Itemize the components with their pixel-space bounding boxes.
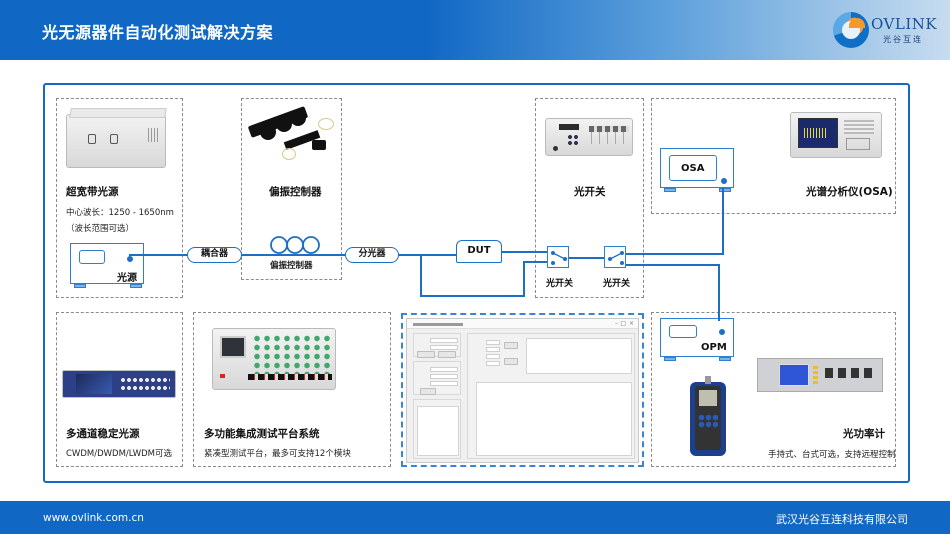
splitter-node[interactable]: 分光器 [345,247,399,263]
device-foot [664,188,676,192]
ovlink-swirl-icon [833,12,869,48]
power-meter-spec: 手持式、台式可选，支持远程控制 [768,450,896,460]
switch-toggle-icon [608,251,624,265]
software-field[interactable] [430,367,458,372]
test-platform-image [212,322,342,398]
switch-1-label: 光开关 [546,279,574,289]
benchtop-power-meter-image [757,358,883,394]
diagram-frame [43,83,910,483]
software-field[interactable] [486,340,500,345]
light-source-label: 光源 [117,273,137,284]
device-screen [669,325,697,338]
software-button[interactable] [438,351,456,358]
output-port [127,256,133,262]
software-button[interactable] [504,358,518,365]
minimize-button[interactable]: – [615,320,618,327]
opm-device-label: OPM [701,342,727,353]
footer-website-link[interactable]: www.ovlink.com.cn [43,512,144,524]
panel-polarization-controller [241,98,342,280]
device-foot [74,284,86,288]
software-field[interactable] [430,338,458,343]
footer: www.ovlink.com.cn 武汉光谷互连科技有限公司 [0,501,950,534]
osa-image [790,112,886,162]
device-foot [719,357,731,361]
panel-power-meter [651,312,896,467]
multichannel-source-image [62,366,178,400]
software-field[interactable] [486,361,500,366]
ovlink-logo[interactable]: OVLINK 光谷互连 [833,10,937,50]
software-plot-area [476,382,632,456]
polarization-controller-image [246,104,340,164]
software-group-status [413,361,461,395]
software-button[interactable] [417,351,435,358]
broadband-source-image [66,108,170,170]
switch-toggle-icon [551,251,567,265]
software-button[interactable] [420,388,436,395]
software-titlebar: – □ × [407,319,638,329]
logo-brand-cn: 光谷互连 [883,35,923,44]
optical-switch-title: 光开关 [574,186,606,198]
test-platform-spec: 紧凑型测试平台，最多可支持12个模块 [204,449,351,459]
optical-switch-2[interactable] [604,246,626,268]
input-port [719,329,725,335]
broadband-source-note: （波长范围可选） [66,224,135,234]
software-field[interactable] [486,347,500,352]
software-field[interactable] [430,374,458,379]
device-screen [79,250,105,264]
panel-multichannel-source [56,312,183,467]
optical-switch-image [545,118,633,160]
software-group-log [413,399,461,459]
power-meter-title: 光功率计 [843,428,885,440]
multichannel-source-title: 多通道稳定光源 [66,428,140,440]
header-banner: 光无源器件自动化测试解决方案 OVLINK 光谷互连 [0,0,950,60]
multichannel-source-spec: CWDM/DWDM/LWDM可选 [66,449,173,459]
optical-switch-1[interactable] [547,246,569,268]
software-group-config [413,333,461,358]
osa-title: 光谱分析仪(OSA) [806,186,893,198]
software-field[interactable] [486,354,500,359]
close-button[interactable]: × [628,320,634,327]
osa-device-label: OSA [681,163,705,174]
panel-test-platform [193,312,391,467]
software-title-text [413,323,463,326]
software-button[interactable] [504,342,518,349]
software-log-area [417,406,459,456]
dut-node[interactable]: DUT [456,240,502,263]
page-title: 光无源器件自动化测试解决方案 [42,23,274,42]
test-software-window[interactable]: – □ × [406,318,639,463]
coupler-node[interactable]: 耦合器 [187,247,242,263]
panel-osa [651,98,896,214]
logo-brand-text: OVLINK [871,15,938,33]
panel-software [401,313,644,467]
test-platform-title: 多功能集成测试平台系统 [204,428,320,440]
broadband-source-spec: 中心波长：1250 - 1650nm [66,208,174,218]
device-foot [664,357,676,361]
footer-company-name: 武汉光谷互连科技有限公司 [776,513,908,526]
panel-broadband-source [56,98,183,298]
switch-2-label: 光开关 [603,279,631,289]
handheld-power-meter-image [690,376,726,456]
device-foot [130,284,142,288]
osa-device[interactable]: OSA [660,148,734,188]
device-screen [669,155,717,181]
maximize-button[interactable]: □ [620,320,626,327]
software-results-table [526,338,632,374]
input-port [721,178,727,184]
pol-controller-node-label: 偏振控制器 [270,261,313,271]
software-field[interactable] [430,381,458,386]
opm-device[interactable]: OPM [660,318,734,357]
light-source-device[interactable]: 光源 [70,243,144,284]
software-field[interactable] [430,345,458,350]
broadband-source-title: 超宽带光源 [66,186,119,198]
polarization-controller-title: 偏振控制器 [269,186,322,198]
software-group-results [467,333,635,459]
device-foot [719,188,731,192]
